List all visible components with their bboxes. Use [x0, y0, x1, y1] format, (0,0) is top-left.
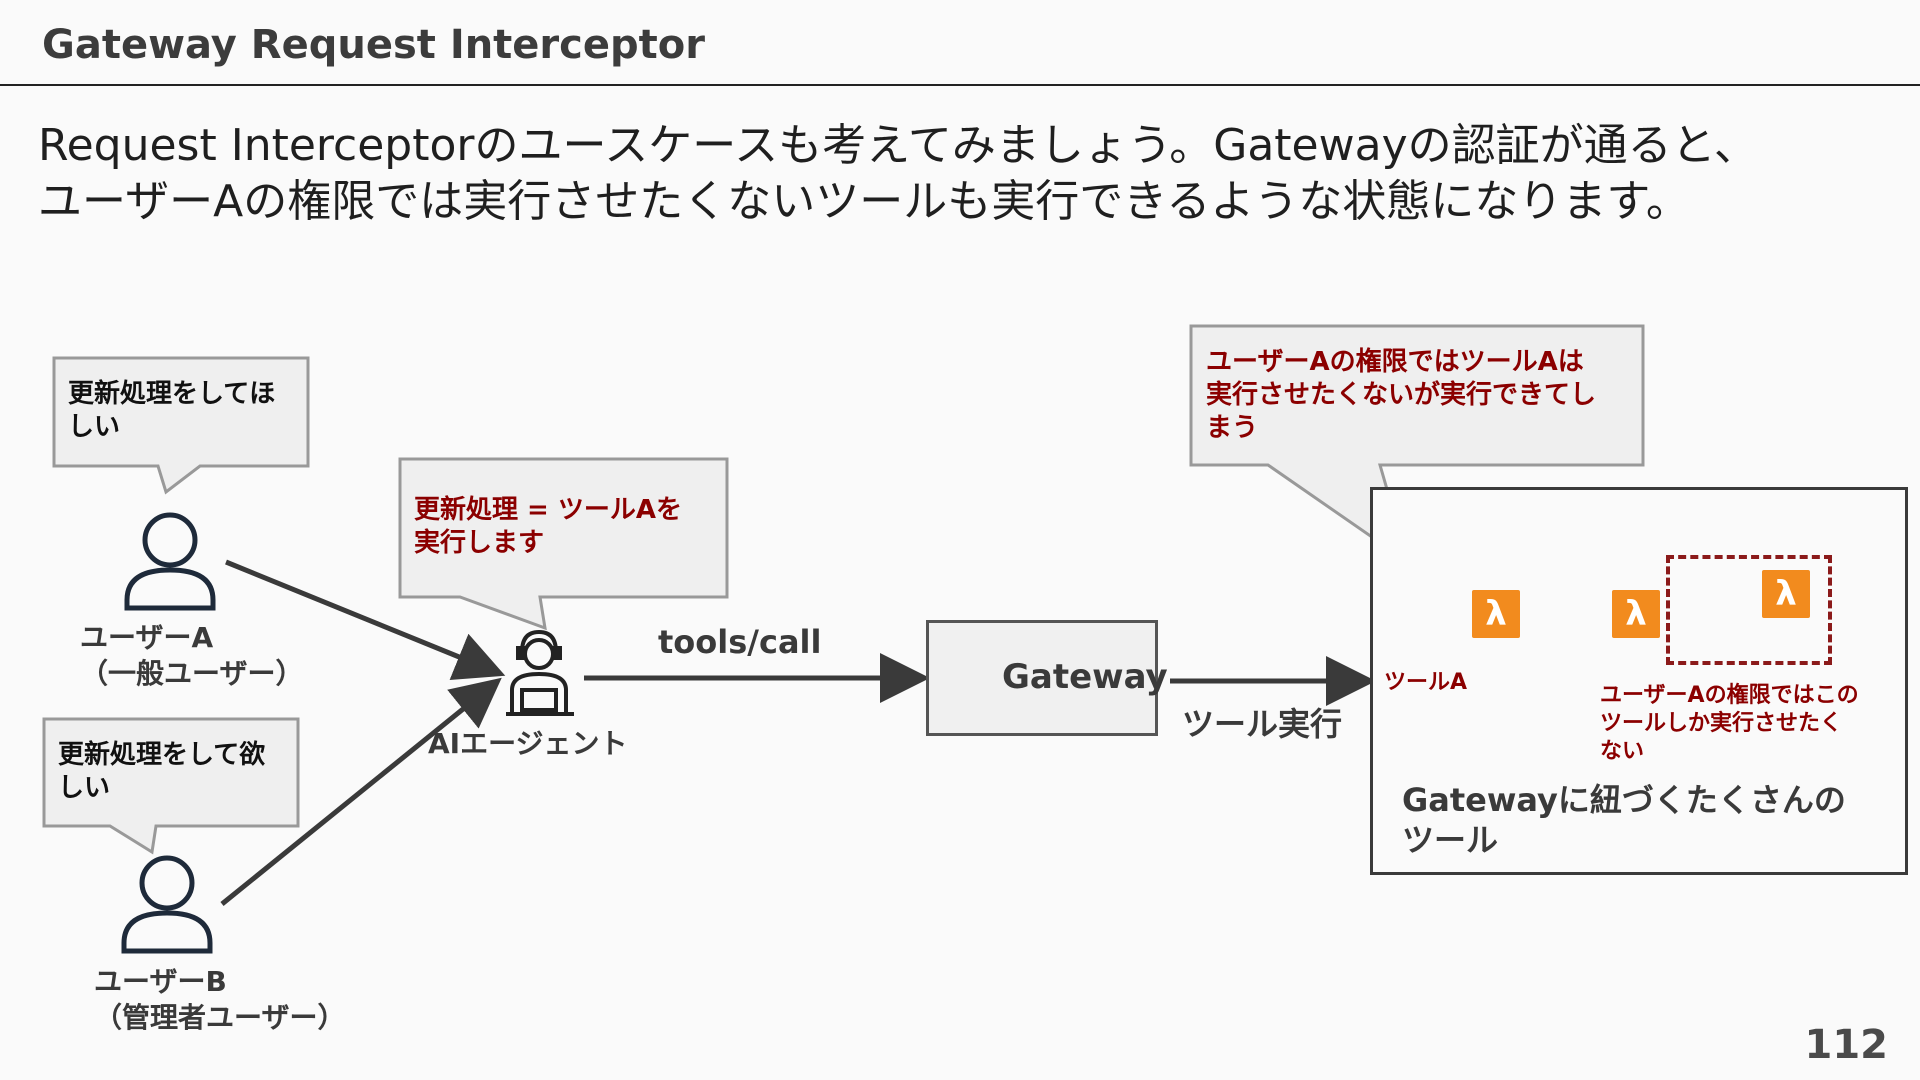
arrow-user-b-to-agent — [220, 677, 502, 906]
page-number: 112 — [1804, 1022, 1889, 1068]
warning-bubble-text: ユーザーAの権限ではツールAは 実行させたくないが実行できてし まう — [1206, 347, 1597, 443]
user-a-speech-bubble — [52, 356, 310, 495]
lambda-icon: λ — [1472, 590, 1520, 638]
restricted-note: ユーザーAの権限ではこの ツールしか実行させたく ない — [1600, 683, 1859, 764]
gateway-label: Gateway — [1002, 657, 1168, 697]
user-b-bubble-text: 更新処理をして欲 しい — [58, 740, 266, 803]
tools-call-label: tools/call — [658, 623, 822, 661]
user-a-bubble-text: 更新処理をしてほ しい — [68, 379, 276, 442]
intro-line-2: ユーザーAの権限では実行させたくないツールも実行できるような状態になります。 — [38, 176, 1690, 227]
intro-line-1: Request Interceptorのユースケースも考えてみましょう。Gate… — [38, 120, 1758, 171]
lambda-icon: λ — [1612, 590, 1660, 638]
user-a-person-icon — [124, 512, 216, 611]
tools-panel-caption: Gatewayに紐づくたくさんの ツール — [1402, 781, 1846, 859]
tool-a-label: ツールA — [1384, 670, 1468, 695]
agent-bubble-text: 更新処理 = ツールAを 実行します — [414, 495, 683, 558]
user-b-speech-bubble — [42, 717, 300, 855]
arrow-user-a-to-agent — [225, 559, 506, 681]
tool-exec-label: ツール実行 — [1182, 705, 1343, 743]
ai-agent-icon — [506, 629, 574, 716]
lambda-icon: λ — [1762, 570, 1810, 618]
user-b-person-icon — [121, 855, 213, 954]
agent-label: AIエージェント — [428, 727, 628, 760]
gateway-box — [926, 620, 1158, 736]
intro-text: Request Interceptorのユースケースも考えてみましょう。Gate… — [38, 118, 1898, 230]
user-a-label: ユーザーA （一般ユーザー） — [80, 621, 304, 690]
agent-speech-bubble — [398, 457, 729, 631]
page-title: Gateway Request Interceptor — [42, 22, 705, 68]
user-b-label: ユーザーB （管理者ユーザー） — [94, 965, 346, 1034]
restricted-tool-highlight — [1666, 555, 1832, 665]
header-divider — [0, 84, 1920, 86]
tools-panel — [1370, 487, 1908, 875]
